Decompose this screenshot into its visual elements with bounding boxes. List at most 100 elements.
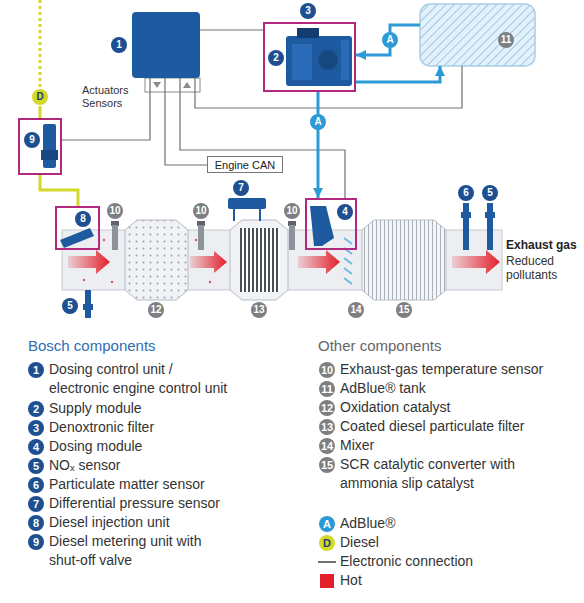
scr-converter-drawing xyxy=(362,220,446,300)
mixer-drawing xyxy=(344,268,352,274)
supply-module-drawing xyxy=(292,44,312,80)
legend-text: Dosing control unit / electronic engine … xyxy=(49,360,233,398)
hot-gas-arrow xyxy=(68,250,110,274)
callout-number: 10 xyxy=(193,203,209,219)
outlet-label: Reduced pollutants xyxy=(506,254,578,282)
mixer-drawing xyxy=(344,258,352,264)
temperature-sensor-drawing xyxy=(112,225,118,250)
legend-text: Differential pressure sensor xyxy=(49,494,220,513)
connector xyxy=(195,66,462,108)
particulate-filter-drawing xyxy=(230,220,288,300)
pressure-sensor-drawing xyxy=(228,198,266,221)
oxidation-catalyst-drawing xyxy=(125,220,188,300)
temperature-sensor-drawing xyxy=(198,225,204,250)
supply-module-drawing xyxy=(286,36,352,86)
diesel-supply-line xyxy=(39,0,42,88)
legend-number: 8 xyxy=(28,515,44,531)
exhaust-sensor-drawing xyxy=(461,212,471,218)
callout-number: 5 xyxy=(62,298,78,314)
bus-box: Engine CAN xyxy=(207,156,283,173)
legend-text: Diesel injection unit xyxy=(49,513,170,532)
pressure-sensor-drawing xyxy=(233,209,235,221)
legend-number: 5 xyxy=(28,458,44,474)
particles xyxy=(71,239,211,283)
scr-converter-drawing xyxy=(362,220,446,300)
callout-number: 8 xyxy=(75,211,91,227)
ecu-connector xyxy=(145,78,200,92)
callout-number: 14 xyxy=(348,302,364,318)
legend-text: AdBlue® tank xyxy=(340,379,426,398)
legend-text: Diesel xyxy=(340,533,379,552)
callout-number: 6 xyxy=(458,185,474,201)
callout-number: 4 xyxy=(337,204,353,220)
mixer-drawing xyxy=(344,238,352,244)
fluid-marker: A xyxy=(310,114,326,130)
callout-number: 1 xyxy=(111,37,127,53)
connector xyxy=(62,78,150,140)
callout-number: 7 xyxy=(233,180,249,196)
hot-gas-arrow xyxy=(68,250,500,274)
metering-unit-drawing xyxy=(41,150,58,160)
callout-number: 9 xyxy=(24,132,40,148)
legend-number: 4 xyxy=(28,439,44,455)
injection-unit: 8 xyxy=(55,206,100,250)
legend-number: 13 xyxy=(319,419,335,435)
legend-number: 6 xyxy=(28,477,44,493)
fluid-marker: A xyxy=(382,32,398,48)
callout-number: 10 xyxy=(284,203,300,219)
legend-text: Coated diesel particulate filter xyxy=(340,417,524,436)
legend-number: 10 xyxy=(319,362,335,378)
legend-number: 15 xyxy=(319,457,335,473)
particulate-filter-drawing xyxy=(240,228,280,292)
exhaust-sensor-drawing xyxy=(83,203,495,318)
mixer-drawing xyxy=(344,238,352,284)
connector xyxy=(165,78,207,165)
adblue-tank-drawing xyxy=(420,4,535,66)
pressure-sensor-drawing xyxy=(259,209,261,221)
metering-unit-drawing xyxy=(43,124,56,168)
legend-letter: A xyxy=(319,516,335,532)
outlet-label: Exhaust gas xyxy=(506,238,582,253)
exhaust-sensor-drawing xyxy=(83,304,93,310)
node-label: Engine CAN xyxy=(215,159,276,171)
connector xyxy=(356,25,420,55)
injection-unit-drawing xyxy=(60,228,94,248)
legend-text: Denoxtronic filter xyxy=(49,418,154,437)
legend-text: Mixer xyxy=(340,436,374,455)
hot-gas-arrow xyxy=(190,251,227,273)
line-sample xyxy=(318,561,336,563)
fluid-marker: D xyxy=(32,89,48,105)
legend-number: 1 xyxy=(28,362,44,378)
callout-number: 15 xyxy=(396,302,412,318)
diesel-supply-line xyxy=(39,106,42,118)
callout-number: 13 xyxy=(251,302,267,318)
particles xyxy=(103,239,105,241)
legend-text: Particulate matter sensor xyxy=(49,475,205,494)
signal-label: Actuators Sensors xyxy=(82,84,144,110)
temperature-sensor-drawing xyxy=(289,225,295,250)
legend-text: Dosing module xyxy=(49,437,142,456)
connector xyxy=(317,92,320,198)
legend-text: Supply module xyxy=(49,399,142,418)
metering-unit: 9 xyxy=(18,118,62,175)
connector xyxy=(40,175,78,206)
supply-module-drawing xyxy=(286,36,352,86)
adblue-tank: 11 xyxy=(420,4,535,66)
legend-number: 9 xyxy=(28,534,44,550)
legend-text: Diesel metering unit with shut-off valve xyxy=(49,532,224,570)
supply-module-drawing xyxy=(341,40,349,80)
callout-number: 5 xyxy=(482,185,498,201)
exhaust-sensor-drawing xyxy=(463,203,469,250)
legend-text: Exhaust-gas temperature sensor xyxy=(340,360,543,379)
metering-unit-drawing xyxy=(41,124,58,168)
ecu-connector xyxy=(153,82,161,88)
exhaust-sensor-drawing xyxy=(487,203,493,250)
injection-unit-drawing xyxy=(60,228,94,248)
legend-heading: Bosch components xyxy=(28,336,156,355)
particles xyxy=(209,281,211,283)
legend-number: 2 xyxy=(28,401,44,417)
hot-gas-arrow xyxy=(452,250,500,274)
dosing-module: 4 xyxy=(305,198,357,250)
legend-number: 11 xyxy=(319,381,335,397)
adblue-tank-drawing xyxy=(420,4,535,66)
